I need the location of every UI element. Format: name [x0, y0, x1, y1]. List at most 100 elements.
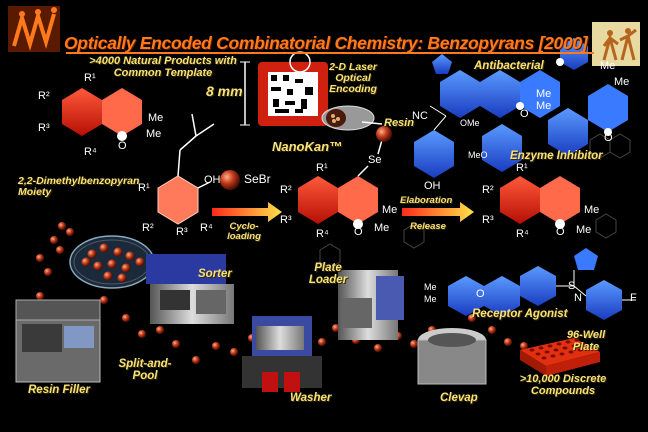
release-label: Release: [410, 221, 446, 232]
atom-r4: R⁴: [84, 146, 97, 158]
receptor-agonist-label: Receptor Agonist: [472, 308, 568, 320]
plate-loader-machine: [338, 270, 404, 340]
flask-beads: [81, 243, 145, 283]
plate-well: [550, 354, 556, 358]
atom-me-product: Me: [584, 204, 600, 216]
resin-bead: [93, 261, 103, 271]
atom-nc: NC: [412, 110, 428, 122]
plate-well: [574, 338, 580, 342]
atom-me-antibacterial: Me: [536, 100, 552, 112]
clevap-label: Clevap: [440, 392, 478, 404]
reagent-label: SeBr: [244, 172, 271, 186]
compounds-label: >10,000 Discrete Compounds: [519, 373, 607, 397]
atom-r2: R²: [38, 90, 50, 102]
antibacterial-molecule: [432, 38, 588, 118]
atom-r1-product: R¹: [516, 162, 528, 174]
plate-well: [565, 340, 571, 344]
resin-bead: [99, 243, 109, 253]
resin-bead: [504, 338, 512, 346]
elaboration-label: Elaboration: [400, 195, 453, 206]
plate-well: [529, 348, 535, 352]
well-plate-label: 96-Well Plate: [566, 329, 606, 353]
atom-o-product: O: [556, 226, 565, 238]
atom-me-2: Me: [146, 128, 162, 140]
resin-filler-machine: [15, 299, 101, 383]
well-plate: [520, 338, 600, 376]
enzyme-inhibitor-molecule: [414, 84, 628, 178]
resin-bead: [50, 236, 58, 244]
resin-filler-label: Resin Filler: [28, 384, 90, 396]
atom-s: S: [568, 280, 576, 292]
atom-o: O: [118, 140, 127, 152]
runners-logo: [8, 6, 60, 52]
washer-label: Washer: [290, 392, 332, 404]
atom-oh-antibacterial: OH: [424, 180, 441, 192]
atom-r2-product: R²: [482, 184, 494, 196]
plate-loader-label: Plate Loader: [308, 262, 348, 287]
resin-bead: [520, 342, 528, 350]
enzyme-inhibitor-label: Enzyme Inhibitor: [510, 150, 603, 162]
atom-me-enzyme: Me: [600, 60, 616, 72]
plate-well: [586, 346, 592, 350]
atom-r4-selenide: R⁴: [316, 228, 329, 240]
title-underline: [66, 52, 594, 54]
atom-n: N: [574, 292, 582, 304]
atom-meo: MeO: [468, 150, 488, 160]
atom-r1-phenol: R¹: [138, 182, 150, 194]
resin-bead: [410, 340, 418, 348]
natural-products-label: >4000 Natural Products with Common Templ…: [89, 55, 237, 79]
resin-bead: [212, 342, 220, 350]
clevap-machine: [417, 328, 487, 385]
atom-r3-phenol: R³: [176, 226, 188, 238]
resin-bead: [56, 246, 64, 254]
atom-me-agonist-2: Me: [424, 294, 437, 304]
resin-bead: [113, 247, 123, 257]
plate-well: [538, 346, 544, 350]
resin-bead: [135, 257, 145, 267]
atom-o-enzyme: O: [604, 132, 613, 144]
plate-well: [580, 342, 586, 346]
resin-bead: [121, 263, 131, 273]
benzopyran-template: [62, 88, 142, 141]
page-title: Optically Encoded Combinatorial Chemistr…: [64, 33, 588, 53]
background-formulas: [319, 133, 631, 269]
plate-well: [541, 356, 547, 360]
atom-me-antibacterial-2: Me: [536, 88, 552, 100]
resin-bead: [103, 271, 113, 281]
resin-bead: [138, 330, 146, 338]
size-label: 8 mm: [206, 83, 243, 99]
atom-f: F: [630, 292, 637, 304]
plate-well: [568, 350, 574, 354]
resin-bead: [44, 268, 52, 276]
resin-bead: [81, 257, 91, 267]
product-benzopyran: [500, 176, 580, 229]
resin-bead: [192, 356, 200, 364]
plate-well: [547, 344, 553, 348]
resin-bead: [172, 340, 180, 348]
antibacterial-label: Antibacterial: [474, 60, 544, 72]
figures-logo: [592, 22, 640, 66]
atom-me-product-2: Me: [576, 224, 592, 236]
atom-r2-phenol: R²: [142, 222, 154, 234]
resin-bead: [58, 222, 66, 230]
atom-o-agonist: O: [476, 288, 485, 300]
atom-me-enzyme-2: Me: [614, 76, 630, 88]
atom-r3: R³: [38, 122, 50, 134]
atom-r1-selenide: R¹: [316, 162, 328, 174]
sorter-machine: [146, 254, 234, 324]
resin-bead: [488, 326, 496, 334]
atom-oh: OH: [204, 174, 221, 186]
elaboration-arrow: [402, 202, 474, 222]
resin-bead: [36, 254, 44, 262]
atom-r3-selenide: R³: [280, 214, 292, 226]
plate-well: [571, 344, 577, 348]
resin-bead: [107, 259, 117, 269]
resin-bead: [66, 228, 74, 236]
atom-o-antibacterial: O: [520, 108, 529, 120]
sebr-bead: [220, 170, 240, 190]
split-pool-label: Split-and-Pool: [118, 358, 172, 383]
resin-bead: [117, 273, 127, 283]
atom-r1: R¹: [84, 72, 96, 84]
